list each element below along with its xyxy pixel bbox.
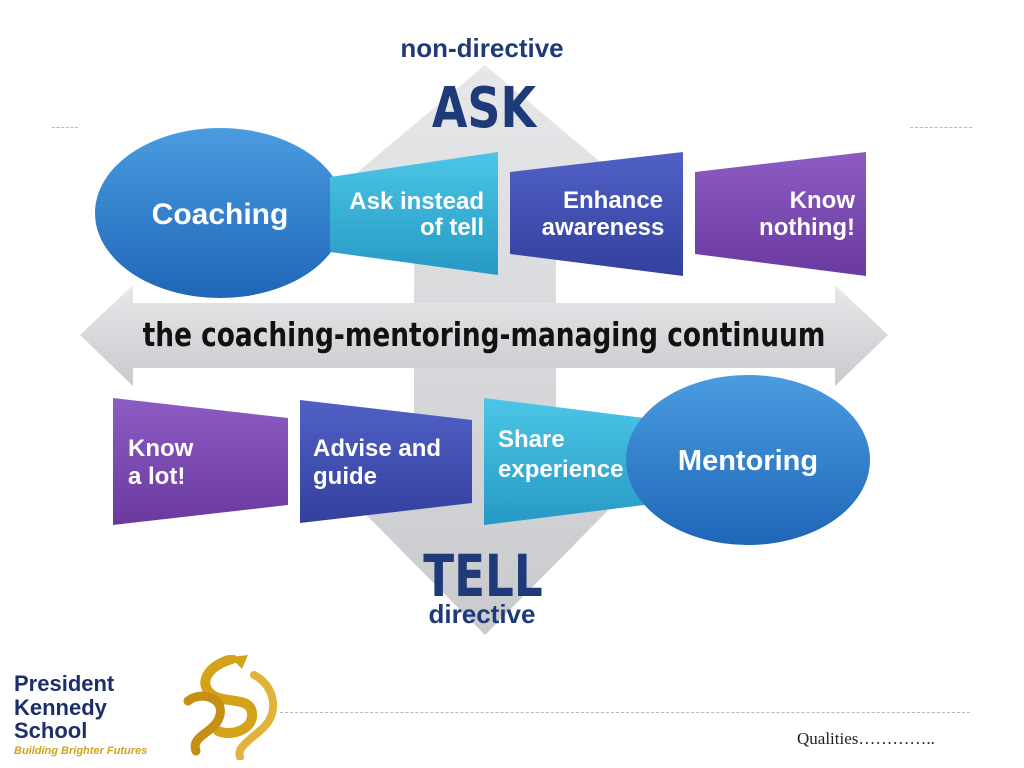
know-nothing-line1: Know bbox=[790, 187, 856, 214]
tell-label: TELL bbox=[423, 544, 542, 611]
gold-swirl-emblem-icon bbox=[183, 655, 277, 760]
coaching-oval bbox=[95, 128, 345, 298]
logo-tagline: Building Brighter Futures bbox=[14, 745, 148, 757]
share-experience-box bbox=[484, 398, 660, 525]
advise-guide-line2: guide bbox=[313, 463, 377, 490]
know-a-lot-line2: a lot! bbox=[128, 463, 185, 490]
mentoring-oval bbox=[626, 375, 870, 545]
enhance-awareness-line1: Enhance bbox=[563, 187, 663, 214]
logo-line-school: School bbox=[14, 718, 88, 743]
continuum-banner-text: the coaching-mentoring-managing continuu… bbox=[143, 316, 826, 355]
continuum-diagram: non-directive ASK TELL directive the coa… bbox=[80, 33, 888, 635]
know-a-lot-line1: Know bbox=[128, 435, 194, 462]
top-right-dash-line bbox=[910, 127, 972, 128]
share-experience-line2: experience bbox=[498, 456, 623, 483]
school-logo: President Kennedy School Building Bright… bbox=[10, 655, 310, 765]
footer-qualities-text: Qualities………….. bbox=[797, 729, 935, 748]
ask-instead-line1: Ask instead bbox=[349, 188, 484, 215]
horizontal-double-arrow bbox=[80, 285, 888, 386]
advise-guide-box bbox=[300, 400, 472, 523]
footer-dash-line bbox=[280, 712, 970, 713]
enhance-awareness-box bbox=[510, 152, 683, 276]
know-nothing-box bbox=[695, 152, 866, 276]
non-directive-label: non-directive bbox=[400, 33, 563, 63]
advise-guide-line1: Advise and bbox=[313, 435, 441, 462]
know-a-lot-box bbox=[113, 398, 288, 525]
coaching-label: Coaching bbox=[152, 198, 289, 231]
top-left-dash-line bbox=[52, 127, 78, 128]
mentoring-label: Mentoring bbox=[678, 445, 818, 477]
share-experience-line1: Share bbox=[498, 426, 565, 453]
directive-label: directive bbox=[429, 599, 536, 629]
know-nothing-line2: nothing! bbox=[759, 214, 855, 241]
ask-label: ASK bbox=[432, 76, 538, 142]
ask-instead-line2: of tell bbox=[420, 214, 484, 241]
enhance-awareness-line2: awareness bbox=[542, 214, 665, 241]
logo-line-president: President bbox=[14, 671, 115, 696]
logo-line-kennedy: Kennedy bbox=[14, 695, 107, 720]
ask-instead-box bbox=[330, 152, 498, 275]
